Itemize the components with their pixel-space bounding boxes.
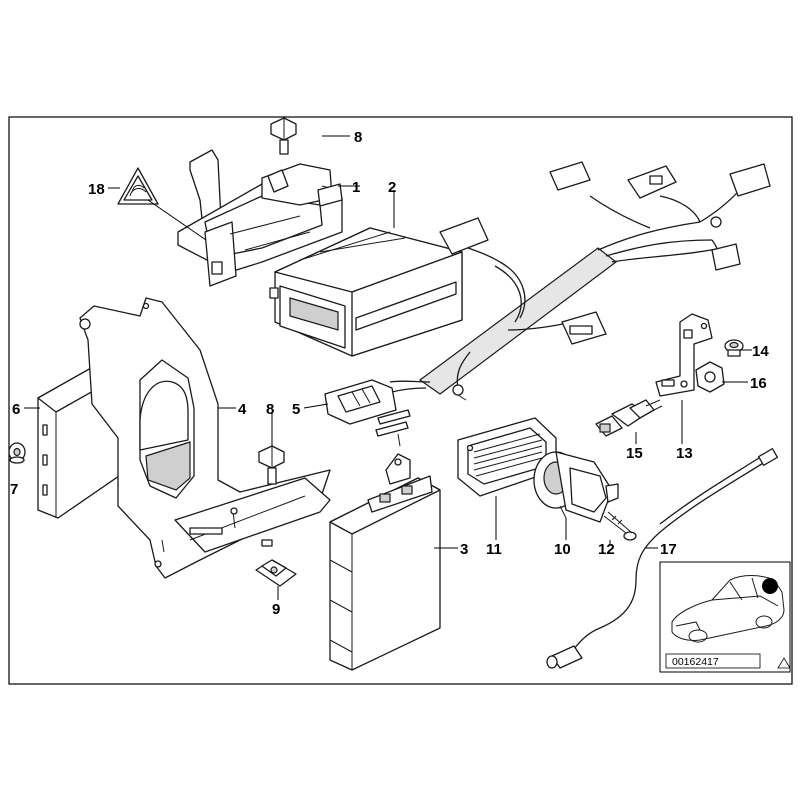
reference-box <box>665 653 761 669</box>
callout-16: 16 <box>750 375 767 392</box>
part-8-bolt-upper <box>270 117 297 155</box>
part-13-bracket <box>655 313 713 397</box>
callout-18: 18 <box>88 181 105 198</box>
part-4-carrier-bracket <box>79 297 331 579</box>
part-11-grille <box>457 417 557 497</box>
callout-15: 15 <box>626 445 643 462</box>
car-location-inset: 00162417 <box>659 561 791 673</box>
callout-13: 13 <box>676 445 693 462</box>
callout-8-lower: 8 <box>266 401 274 418</box>
part-15-sensor <box>595 399 663 437</box>
triangle-icon <box>777 657 791 669</box>
harness-connector-e <box>439 217 489 255</box>
callout-8-upper: 8 <box>354 129 362 146</box>
reference-number: 00162417 <box>672 656 719 668</box>
callout-9: 9 <box>272 601 280 618</box>
part-10-sensor-unit <box>533 451 619 523</box>
part-2-drive-unit <box>269 227 463 357</box>
callout-4: 4 <box>238 401 247 418</box>
part-9-clip-nut <box>255 559 297 587</box>
part-7-grommet <box>8 442 26 464</box>
part-14-grommet <box>724 339 744 357</box>
wiring-harness <box>389 161 771 401</box>
part-17-cable <box>546 448 779 669</box>
callout-2: 2 <box>388 179 396 196</box>
callout-6: 6 <box>12 401 20 418</box>
callout-3: 3 <box>460 541 468 558</box>
callout-11: 11 <box>486 541 502 558</box>
harness-connector-c <box>729 163 771 197</box>
callout-12: 12 <box>598 541 615 558</box>
callout-7: 7 <box>10 481 18 498</box>
part-1-upper-bracket <box>177 149 343 287</box>
part-12-screw <box>603 511 637 541</box>
part-18-warning-label <box>117 167 159 205</box>
callout-numbers: 8 1 2 18 6 7 4 8 5 3 9 11 10 12 17 15 13… <box>10 129 769 618</box>
part-16-nut <box>695 361 725 393</box>
callout-17: 17 <box>660 541 677 558</box>
callout-5: 5 <box>292 401 300 418</box>
callout-1: 1 <box>352 179 360 196</box>
harness-connector-a <box>549 161 591 191</box>
callout-14: 14 <box>752 343 769 360</box>
diagram-frame <box>8 116 793 685</box>
part-8-bolt-lower <box>258 445 285 485</box>
harness-connector-d <box>711 243 741 271</box>
leader-lines <box>24 135 752 600</box>
part-5-connector <box>324 379 411 447</box>
part-3-control-module <box>329 453 441 671</box>
location-marker <box>762 578 778 594</box>
callout-10: 10 <box>554 541 571 558</box>
